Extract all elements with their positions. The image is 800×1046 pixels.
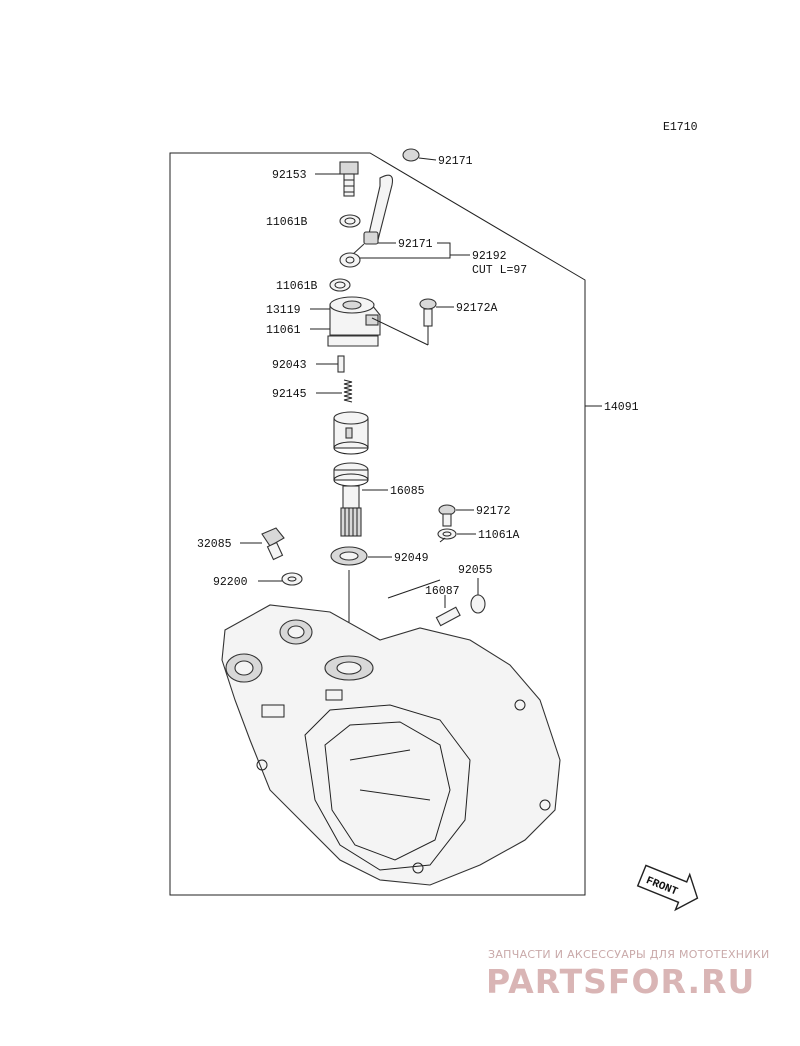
screw-92172A-part: [371, 298, 437, 346]
label-16087[interactable]: 16087: [425, 585, 460, 598]
seal-92049-part: [330, 546, 368, 566]
diagram-code: E1710: [663, 121, 698, 134]
watermark-tagline: ЗАПЧАСТИ И АКСЕССУАРЫ ДЛЯ МОТОТЕХНИКИ: [488, 948, 770, 961]
washer-11061B-part: [339, 214, 361, 228]
label-92172A[interactable]: 92172A: [456, 302, 498, 315]
label-92171-top[interactable]: 92171: [438, 155, 473, 168]
label-92043[interactable]: 92043: [272, 359, 307, 372]
shaft-16085-part: [333, 462, 369, 537]
washer-11061B-2-part: [329, 278, 351, 292]
label-92200[interactable]: 92200: [213, 576, 248, 589]
label-92192-note: CUT L=97: [472, 264, 527, 277]
label-92172[interactable]: 92172: [476, 505, 511, 518]
spring-92145-part: [343, 379, 353, 403]
pin-92043-part: [337, 355, 345, 373]
label-11061B-1[interactable]: 11061B: [266, 216, 308, 229]
label-92192[interactable]: 92192: [472, 250, 507, 263]
front-arrow-icon: FRONT: [636, 864, 699, 912]
label-16085[interactable]: 16085: [390, 485, 425, 498]
label-11061[interactable]: 11061: [266, 324, 301, 337]
housing-13119-part: [327, 296, 381, 347]
banjo-bolt-92153-part: [339, 161, 359, 197]
oring-92055-part: [470, 594, 486, 614]
assembly-frame: [169, 152, 586, 896]
label-92055[interactable]: 92055: [458, 564, 493, 577]
bolt-32085-part: [261, 527, 285, 561]
label-92049[interactable]: 92049: [394, 552, 429, 565]
label-92171-hose[interactable]: 92171: [398, 238, 433, 251]
cap-92171-part: [402, 148, 437, 162]
shaft-16087-part: [435, 606, 461, 627]
washer-92200-part: [281, 572, 303, 586]
watermark-logo: PARTSFOR.RU: [486, 962, 756, 1001]
label-92145[interactable]: 92145: [272, 388, 307, 401]
screw-92172-part: [437, 504, 457, 540]
crankcase-cover-part: [221, 604, 561, 886]
label-13119[interactable]: 13119: [266, 304, 301, 317]
label-11061A[interactable]: 11061A: [478, 529, 520, 542]
label-14091[interactable]: 14091: [604, 401, 639, 414]
breather-hose-part: [339, 174, 394, 268]
label-11061B-2[interactable]: 11061B: [276, 280, 318, 293]
label-92153[interactable]: 92153: [272, 169, 307, 182]
rotor-part: [333, 411, 369, 455]
label-32085[interactable]: 32085: [197, 538, 232, 551]
